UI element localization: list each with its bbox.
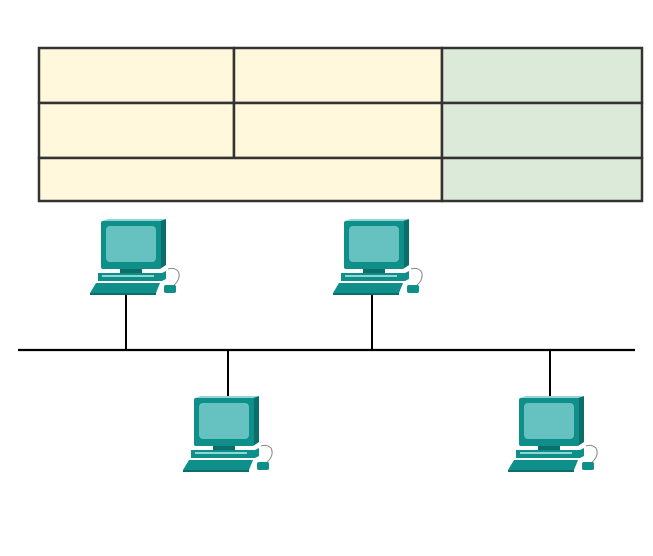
mouse-cord [167, 267, 180, 288]
keyboard [508, 460, 578, 470]
monitor-neck [120, 269, 142, 273]
monitor-side [160, 219, 166, 269]
table-cell [37, 101, 236, 160]
case-slot [102, 275, 154, 277]
keyboard-edge [90, 293, 156, 295]
mouse-cord [260, 444, 273, 465]
table-cell [440, 156, 644, 203]
case-slot [195, 452, 247, 454]
monitor-top [520, 396, 584, 398]
table-cell [440, 46, 644, 105]
table-row [37, 101, 644, 160]
case-slot [345, 275, 397, 277]
monitor-neck [213, 446, 235, 450]
keyboard-edge [183, 470, 249, 472]
monitor-side [253, 396, 259, 446]
mouse [582, 462, 594, 470]
monitor-top [345, 219, 409, 221]
keyboard [90, 283, 160, 293]
computer-icon[interactable] [333, 219, 423, 295]
monitor-neck [538, 446, 560, 450]
case-slot [520, 452, 572, 454]
monitor-screen [524, 403, 574, 439]
mouse [257, 462, 269, 470]
table-cell [232, 101, 444, 160]
table-row [37, 46, 644, 105]
monitor-neck [363, 269, 385, 273]
keyboard [183, 460, 253, 470]
computer-icon[interactable] [508, 396, 598, 472]
table-row [37, 156, 644, 203]
table-cell [37, 46, 236, 105]
monitor-top [102, 219, 166, 221]
monitor-screen [199, 403, 249, 439]
monitor-screen [106, 226, 156, 262]
table-cell [37, 156, 444, 203]
computer-icon[interactable] [90, 219, 180, 295]
header-table [37, 46, 644, 203]
monitor-side [578, 396, 584, 446]
mouse-cord [585, 444, 598, 465]
keyboard-edge [333, 293, 399, 295]
computer-icon[interactable] [183, 396, 273, 472]
mouse [407, 285, 419, 293]
table-cell [440, 101, 644, 160]
table-cell [232, 46, 444, 105]
keyboard-edge [508, 470, 574, 472]
mouse-cord [410, 267, 423, 288]
monitor-side [403, 219, 409, 269]
monitor-top [195, 396, 259, 398]
monitor-screen [349, 226, 399, 262]
mouse [164, 285, 176, 293]
keyboard [333, 283, 403, 293]
